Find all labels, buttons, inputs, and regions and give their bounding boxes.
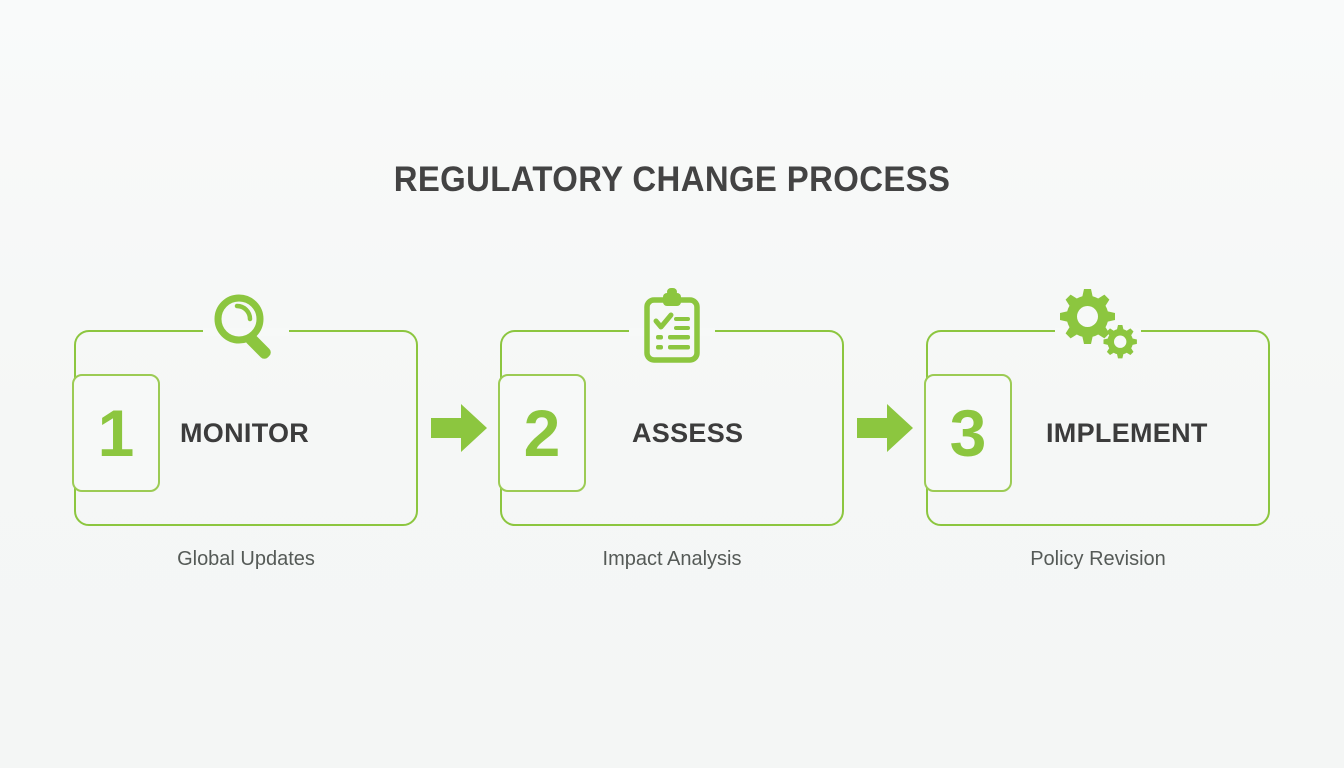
card-top-gap — [629, 328, 715, 336]
page-title: REGULATORY CHANGE PROCESS — [393, 160, 951, 199]
step-card-1[interactable]: 1 MONITOR — [72, 294, 418, 526]
arrow-right-icon — [857, 404, 913, 452]
step-title-2: ASSESS — [632, 417, 744, 448]
card-top-gap — [203, 328, 289, 336]
step-title-1: MONITOR — [180, 417, 310, 448]
step-number-2: 2 — [523, 396, 561, 470]
arrow-right-icon — [431, 404, 487, 452]
step-number-3: 3 — [949, 396, 987, 470]
step-number-1: 1 — [97, 396, 135, 470]
step-number-box-2: 2 — [498, 374, 586, 492]
process-steps-row: 1 MONITOR Global Updates — [72, 288, 1270, 570]
step-card-2[interactable]: 2 ASSESS — [498, 288, 844, 526]
step-caption-2: Impact Analysis — [602, 548, 742, 570]
process-step-3[interactable]: 3 IMPLEMENT Policy Revision — [924, 289, 1270, 570]
step-number-box-3: 3 — [924, 374, 1012, 492]
process-step-1[interactable]: 1 MONITOR Global Updates — [72, 294, 418, 570]
step-card-3[interactable]: 3 IMPLEMENT — [924, 289, 1270, 526]
step-caption-3: Policy Revision — [1030, 548, 1166, 570]
gears-icon — [1050, 286, 1146, 366]
step-number-box-1: 1 — [72, 374, 160, 492]
step-title-3: IMPLEMENT — [1046, 417, 1208, 448]
connector-arrow-1 — [418, 330, 500, 526]
magnifier-icon — [198, 286, 294, 366]
clipboard-checklist-icon — [624, 286, 720, 366]
connector-arrow-2 — [844, 330, 926, 526]
step-caption-1: Global Updates — [177, 548, 315, 570]
process-step-2[interactable]: 2 ASSESS Impact Analysis — [498, 288, 844, 570]
